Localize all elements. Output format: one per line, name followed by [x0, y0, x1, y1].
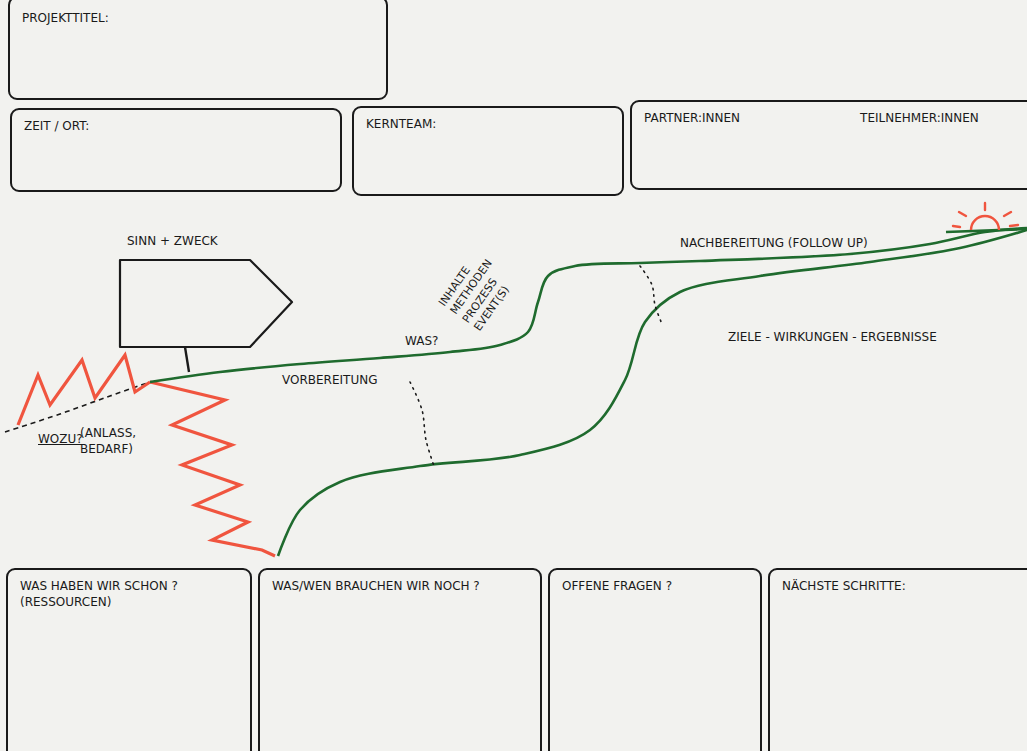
note-label: (ANLASS, BEDARF) [80, 426, 158, 457]
phase-label: NACHBEREITUNG (FOLLOW UP) [680, 236, 868, 252]
box-heading: KERNTEAM: [366, 117, 610, 133]
sun-ray [984, 203, 986, 210]
phase-divider [640, 266, 662, 324]
red-zigzag [150, 382, 275, 556]
label-holder: (ANLASS, BEDARF) [80, 426, 158, 457]
signpost-shape [115, 232, 300, 374]
field-box: WAS/WEN BRAUCHEN WIR NOCH ? [258, 568, 542, 751]
field-box: WAS HABEN WIR SCHON ? (RESSOURCEN) [6, 568, 252, 751]
box-heading: WAS/WEN BRAUCHEN WIR NOCH ? [272, 579, 528, 595]
road-edge [278, 230, 1027, 556]
label-holder: VORBEREITUNG [282, 373, 377, 389]
sign-post [185, 347, 189, 372]
label-holder: WAS? [405, 334, 438, 350]
sun-ray [1004, 212, 1011, 216]
field-box: ZEIT / ORT: [10, 108, 342, 192]
field-box: PARTNER:INNEN TEILNEHMER:INNEN [630, 100, 1027, 190]
box-heading: OFFENE FRAGEN ? [562, 579, 748, 595]
label-holder: ZIELE - WIRKUNGEN - ERGEBNISSE [728, 330, 937, 346]
red-zigzag [18, 355, 150, 425]
title-box: PROJEKTTITEL: [8, 0, 388, 100]
label-holder: INHALTE METHODEN PROZESS EVENT(S) [446, 263, 510, 320]
sun-ray [1010, 225, 1018, 226]
field-box: KERNTEAM: [352, 106, 624, 196]
box-heading: PARTNER:INNEN [644, 111, 740, 127]
box-heading: PROJEKTTITEL: [22, 11, 374, 27]
horizon-line [946, 229, 1027, 232]
box-heading: TEILNEHMER:INNEN [860, 111, 979, 127]
field-box: NÄCHSTE SCHRITTE: [768, 568, 1027, 751]
sign-board [120, 260, 292, 347]
box-heading: NÄCHSTE SCHRITTE: [782, 579, 1026, 595]
label-holder: WOZU? [38, 432, 83, 448]
question-label: WAS? [405, 334, 438, 350]
sun-ray [953, 226, 960, 227]
question-label: WOZU? [38, 432, 83, 448]
phase-label: VORBEREITUNG [282, 373, 377, 389]
sun-symbol [971, 216, 999, 230]
signpost: SINN + ZWECK [115, 232, 300, 374]
sun-ray [959, 212, 966, 216]
label-holder: NACHBEREITUNG (FOLLOW UP) [680, 236, 868, 252]
goal-label: ZIELE - WIRKUNGEN - ERGEBNISSE [728, 330, 937, 346]
sign-heading: SINN + ZWECK [115, 234, 300, 250]
field-box: OFFENE FRAGEN ? [548, 568, 762, 751]
box-heading: ZEIT / ORT: [24, 119, 328, 135]
phase-content-label: INHALTE METHODEN PROZESS EVENT(S) [436, 249, 519, 334]
phase-divider [410, 382, 434, 466]
box-heading: WAS HABEN WIR SCHON ? (RESSOURCEN) [20, 579, 210, 610]
